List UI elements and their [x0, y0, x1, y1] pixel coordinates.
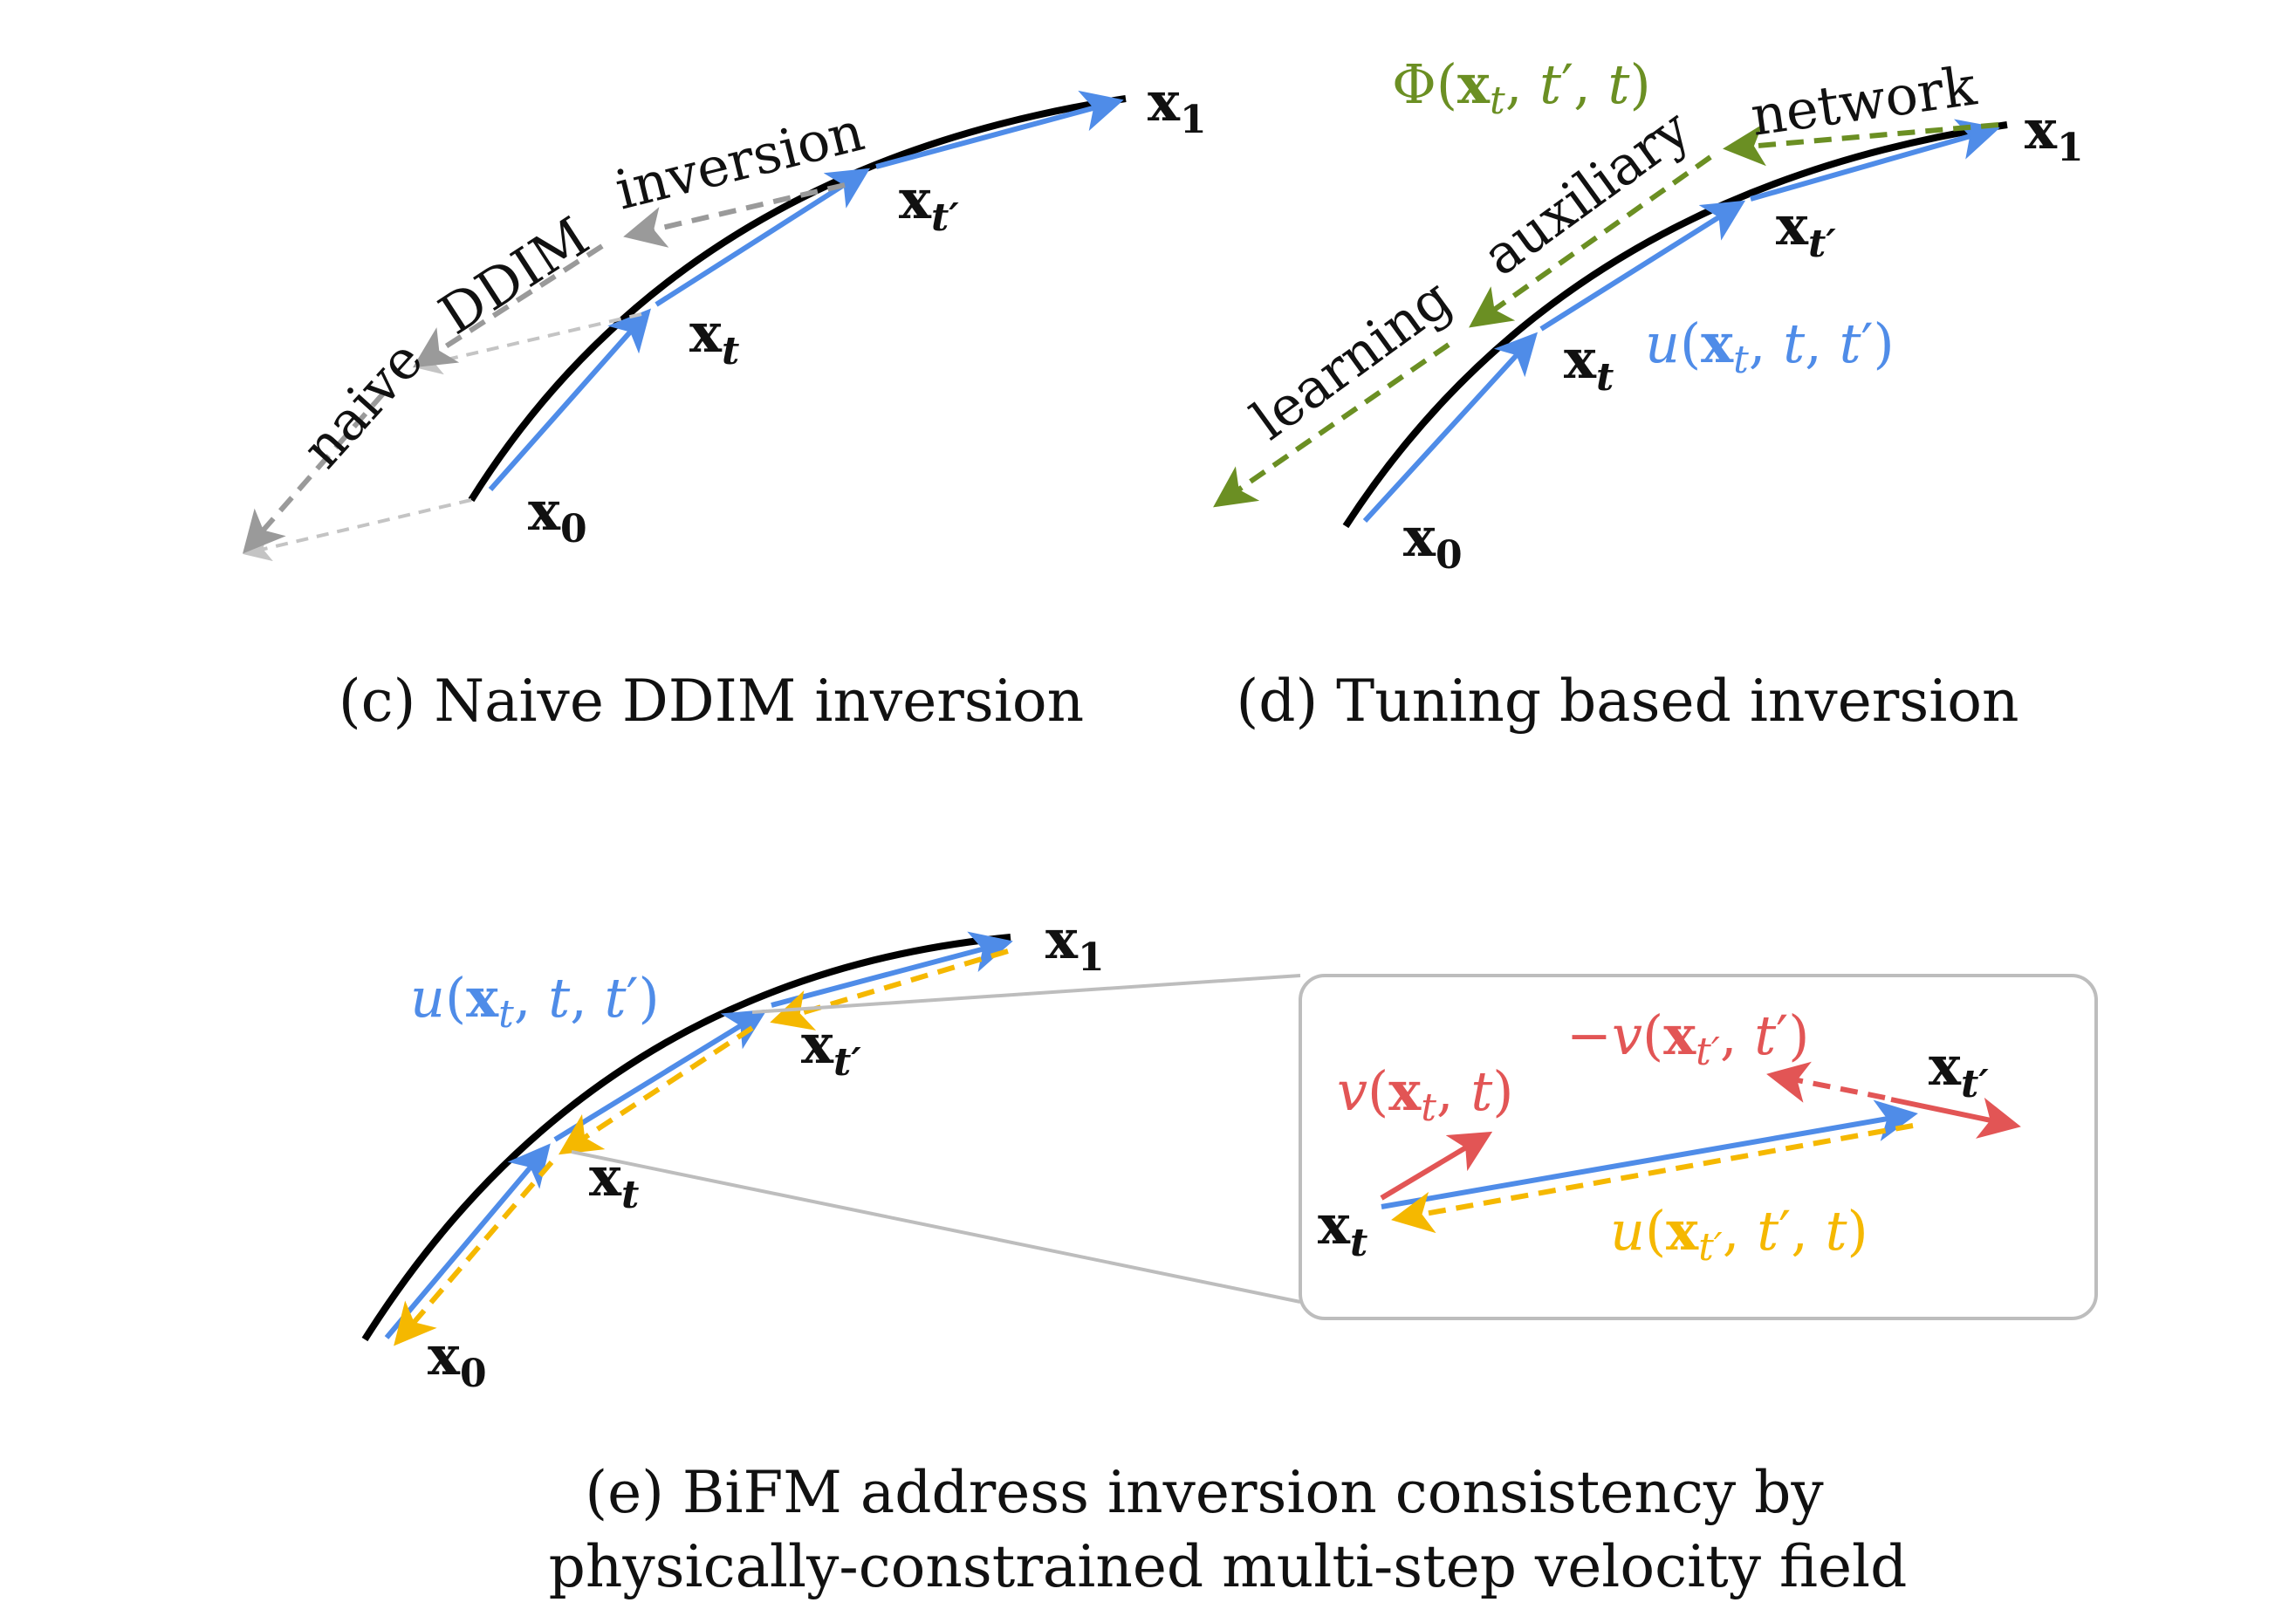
auxiliary-network-arrow — [1723, 122, 1999, 167]
word-naive: naive — [290, 328, 435, 480]
forward-step-arrow — [1362, 332, 1539, 524]
inset-box — [1299, 974, 2098, 1320]
label-x0: x0 — [428, 1324, 487, 1396]
trajectory-curve — [1342, 121, 2008, 529]
auxiliary-network-arrow — [1213, 342, 1450, 508]
phi-label: Φ(xt, t′, t) — [1392, 52, 1651, 123]
backward-step-arrow — [558, 1025, 754, 1155]
zoom-inset: v(xt, t) −v(xt′, t′) u(xt′, t′, t) xt xt… — [1299, 974, 2098, 1320]
forward-step-arrow — [875, 90, 1124, 169]
forward-step-arrow — [553, 1009, 768, 1142]
inset-label-xtp: xt′ — [1929, 1034, 1989, 1106]
label-x0: x0 — [1403, 505, 1463, 578]
forward-step-arrow — [1539, 200, 1746, 332]
caption-e-line1: (e) BiFM address inversion consistency b… — [585, 1459, 1824, 1526]
v-xtp-arrow — [1890, 1097, 2021, 1139]
label-xtp: xt′ — [801, 1012, 861, 1085]
label-xtp: xt′ — [899, 168, 959, 240]
inversion-path-arrow — [412, 243, 604, 368]
u-backward-label: u(xt′, t′, t) — [1610, 1199, 1868, 1270]
label-x0: x0 — [528, 479, 587, 551]
label-x1: x1 — [1045, 907, 1105, 980]
backward-step-arrow — [770, 948, 1009, 1031]
u-forward-label: u(xt, t, t′) — [410, 966, 660, 1037]
word-inversion: inversion — [609, 99, 870, 223]
forward-step-arrow — [655, 168, 871, 307]
backward-long-arrow — [1391, 1123, 1914, 1234]
label-xtp: xt′ — [1776, 194, 1836, 266]
label-x1: x1 — [2025, 98, 2084, 170]
word-ddim: DDIM — [428, 204, 600, 346]
panel-d: learning auxiliary network Φ(xt, t′, t) … — [1213, 52, 2084, 735]
neg-v-xtp-arrow — [1766, 1061, 1886, 1103]
word-auxiliary: auxiliary — [1471, 97, 1702, 289]
word-learning: learning — [1240, 266, 1463, 452]
backward-step-arrow — [394, 1161, 554, 1346]
label-xt: xt — [1564, 327, 1614, 400]
panel-c: naive DDIM inversion x0 xt xt′ x1 (c) Na… — [243, 70, 1207, 735]
caption-c: (c) Naive DDIM inversion — [339, 668, 1084, 735]
v-xt-arrow — [1380, 1131, 1493, 1201]
trajectory-curve — [468, 95, 1127, 503]
u-forward-label: u(xt, t, t′) — [1645, 312, 1895, 382]
forward-step-arrow — [384, 1143, 551, 1339]
inversion-path-arrow — [623, 182, 846, 248]
forward-step-arrow — [1750, 119, 2000, 202]
neg-v-label: −v(xt′, t′) — [1566, 1003, 1809, 1074]
label-x1: x1 — [1148, 70, 1207, 142]
label-xt: xt — [689, 301, 739, 373]
caption-e-line2: physically-constrained multi-step veloci… — [549, 1533, 1908, 1600]
forward-long-arrow — [1381, 1099, 1918, 1209]
forward-step-arrow — [488, 308, 651, 491]
zoom-connector — [751, 974, 1301, 1014]
caption-d: (d) Tuning based inversion — [1236, 668, 2018, 735]
panel-e: u(xt, t, t′) x0 xt xt′ x1 v(xt, t) −v(xt… — [361, 907, 2098, 1600]
trajectory-curve — [361, 934, 1011, 1342]
auxiliary-network-arrow — [1469, 154, 1712, 328]
zoom-connector — [571, 1150, 1301, 1304]
inset-label-xt: xt — [1318, 1193, 1367, 1265]
label-xt: xt — [589, 1145, 639, 1217]
inversion-path-arrow — [243, 391, 387, 554]
